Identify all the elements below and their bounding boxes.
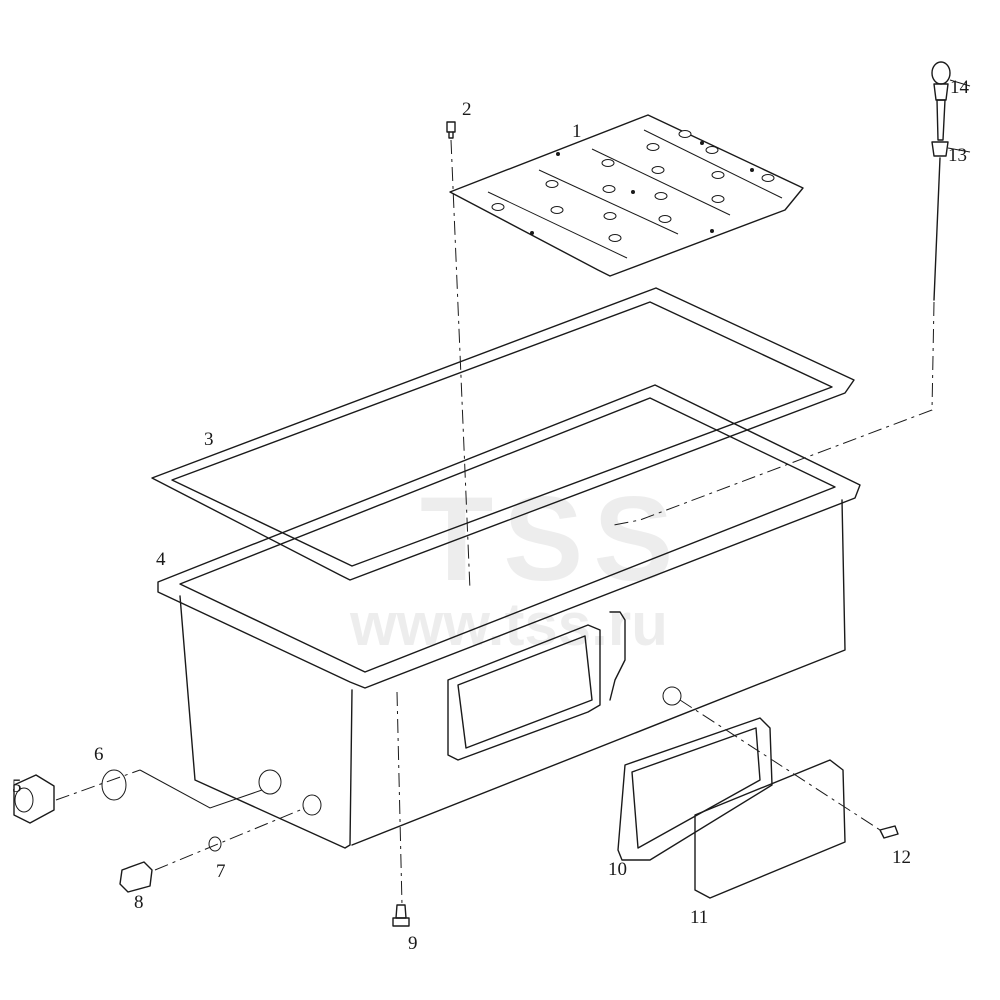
callout-14: 14 xyxy=(950,77,969,98)
callout-2: 2 xyxy=(462,99,472,120)
dipstick xyxy=(613,61,971,526)
drain-fittings xyxy=(13,769,306,893)
oil-pan xyxy=(157,384,861,849)
watermark-url: www.tss.ru xyxy=(350,591,668,658)
callout-5: 5 xyxy=(12,776,22,797)
callout-3: 3 xyxy=(204,429,214,450)
oil-pan-gasket xyxy=(151,287,855,581)
callout-8: 8 xyxy=(134,892,144,913)
callout-7: 7 xyxy=(216,861,226,882)
watermark-logo: TSS xyxy=(420,472,684,606)
callout-1: 1 xyxy=(572,121,582,142)
bolt-9 xyxy=(392,691,410,927)
callout-10: 10 xyxy=(608,859,627,880)
baffle-plate xyxy=(449,114,804,277)
callout-6: 6 xyxy=(94,744,104,765)
callout-11: 11 xyxy=(690,907,709,928)
cover-assembly xyxy=(617,699,899,899)
callout-12: 12 xyxy=(892,847,911,868)
bolt-2 xyxy=(446,121,471,591)
callout-9: 9 xyxy=(408,933,418,954)
callout-4: 4 xyxy=(156,549,166,570)
callout-13: 13 xyxy=(948,145,967,166)
